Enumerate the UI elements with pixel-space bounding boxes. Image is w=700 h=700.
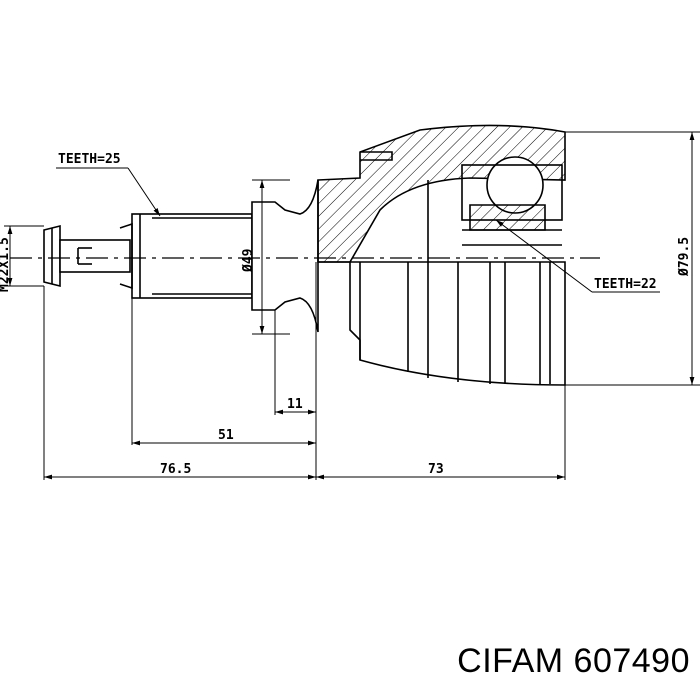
dimension-lines — [7, 132, 695, 480]
outer-diameter-label: Ø79.5 — [677, 237, 692, 277]
cv-joint-outline — [43, 124, 566, 386]
dimension-73: 73 — [428, 462, 444, 477]
brand-caption: CIFAM 607490 — [440, 642, 690, 681]
dimension-11: 11 — [287, 397, 303, 412]
thread-label: M22X1.5 — [0, 237, 12, 292]
brand-name: CIFAM — [457, 642, 564, 680]
shaft-diameter-label: Ø49 — [241, 249, 256, 273]
dimension-76-5: 76.5 — [160, 462, 191, 477]
teeth-left-label: TEETH=25 — [58, 152, 121, 167]
teeth-right-label: TEETH=22 — [594, 277, 657, 292]
extension-lines — [4, 131, 700, 480]
leader-lines — [56, 167, 660, 293]
dimension-51: 51 — [218, 428, 234, 443]
part-number: 607490 — [573, 642, 690, 680]
